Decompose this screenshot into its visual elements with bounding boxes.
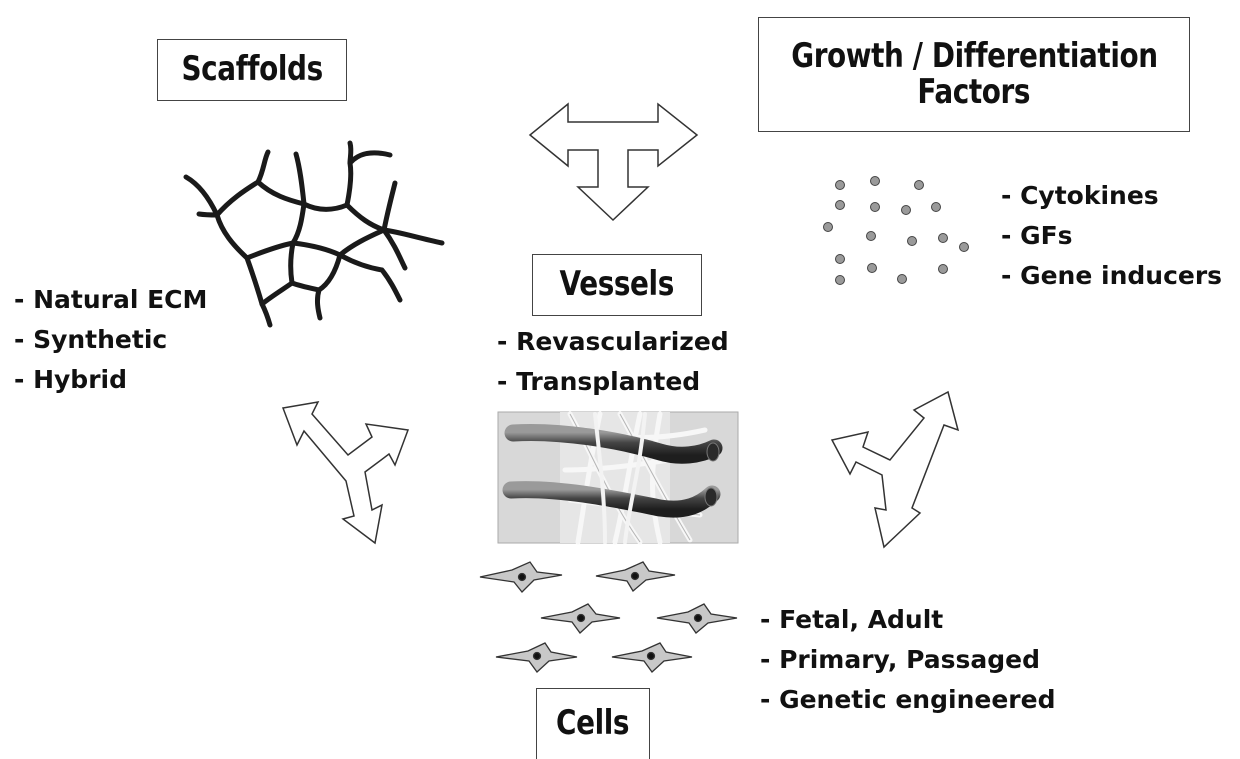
right-y-arrow-icon [832, 392, 958, 547]
left-y-arrow-icon [283, 402, 408, 543]
cells-icon [480, 562, 737, 672]
cell-icon [496, 643, 577, 672]
cell-icon [480, 562, 562, 592]
vessel-image [498, 412, 738, 543]
cell-icon [612, 643, 692, 672]
growth-factor-dots-icon [824, 177, 969, 285]
cell-icon [657, 604, 737, 633]
cell-icon [541, 604, 620, 633]
top-t-arrow-icon [530, 104, 697, 220]
cell-icon [596, 562, 675, 591]
scaffold-mesh-icon [186, 143, 442, 325]
